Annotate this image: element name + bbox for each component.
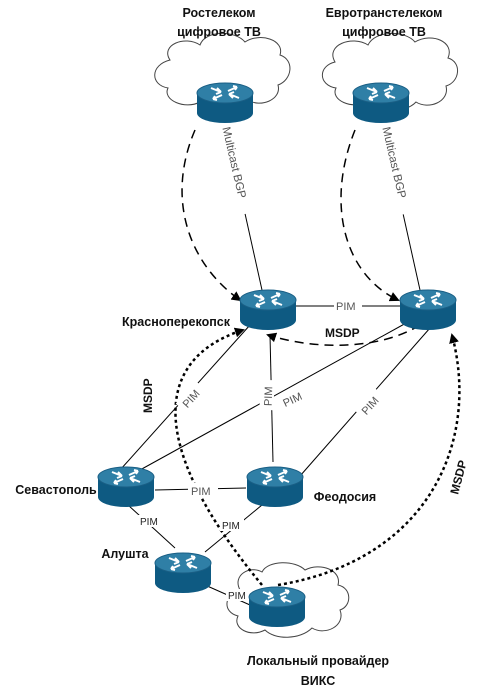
links xyxy=(119,127,431,606)
link-eurotrans-sevastopol xyxy=(139,321,409,471)
msdp-arrows xyxy=(174,327,461,587)
label-rostelecom-line1: Ростелеком xyxy=(182,6,255,20)
pim-label-alushta-local: PIM xyxy=(228,591,246,602)
label-rostelecom-line2: цифровое ТВ xyxy=(177,25,261,39)
router-alushta xyxy=(154,552,212,594)
label-alushta: Алушта xyxy=(101,547,149,561)
bgp-arrow-rostelecom xyxy=(181,129,242,302)
router-sevastopol xyxy=(97,466,155,508)
msdp-label-krasn-eurotrans: MSDP xyxy=(325,326,360,340)
edge-labels: PIM PIM PIM PIM PIM PIM PIM PIM PIM Mult… xyxy=(138,114,470,602)
label-local-provider-line2: ВИКС xyxy=(301,674,336,688)
label-eurotrans-line1: Евротранстелеком xyxy=(326,6,443,20)
msdp-label-right: MSDP xyxy=(447,459,469,496)
label-krasnoperekopsk: Красноперекопск xyxy=(122,315,231,329)
pim-label-krasn-feodosia: PIM xyxy=(263,386,276,406)
router-eurotrans xyxy=(352,82,410,124)
msdp-arrow-krasn-eurotrans xyxy=(266,324,421,346)
bgp-arrows xyxy=(181,129,421,346)
pim-label-sevastopol-alushta: PIM xyxy=(140,517,158,528)
router-local-provider xyxy=(248,586,306,628)
router-krasnoperekopsk xyxy=(239,289,297,331)
router-rostelecom xyxy=(196,82,254,124)
label-eurotrans-line2: цифровое ТВ xyxy=(342,25,426,39)
label-sevastopol: Севастополь xyxy=(15,483,97,497)
bgp-label-eurotrans: Multicast BGP xyxy=(379,126,407,200)
bgp-label-rostelecom: Multicast BGP xyxy=(219,126,247,200)
msdp-label-left: MSDP xyxy=(141,378,155,413)
label-local-provider-line1: Локальный провайдер xyxy=(247,654,389,668)
msdp-arrow-local-eurotrans xyxy=(277,333,461,587)
node-labels: Ростелеком цифровое ТВ Евротранстелеком … xyxy=(15,6,442,688)
label-feodosia: Феодосия xyxy=(314,490,376,504)
msdp-arrow-local-krasn xyxy=(174,327,263,586)
bgp-arrow-eurotrans xyxy=(340,129,400,302)
router-feodosia xyxy=(246,466,304,508)
cloud-rostelecom xyxy=(154,32,291,110)
pim-label-sevastopol-feodosia: PIM xyxy=(191,486,211,498)
pim-label-krasn-eurotrans: PIM xyxy=(336,301,356,313)
router-eurotrans-lower xyxy=(399,289,457,331)
pim-label-feodosia-alushta: PIM xyxy=(222,521,240,532)
